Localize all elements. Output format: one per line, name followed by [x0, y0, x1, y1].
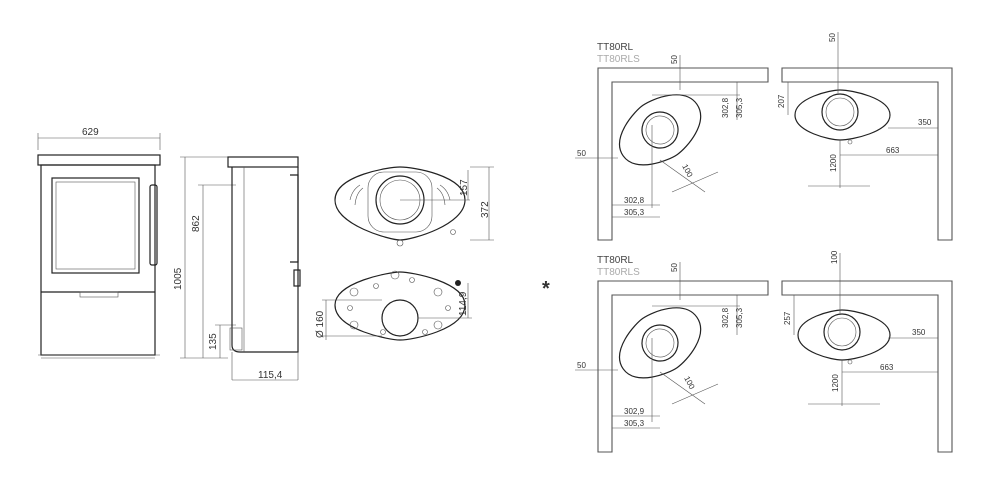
wall2-left-dim: 257: [783, 311, 792, 325]
wall-right-dim: 350: [918, 118, 932, 127]
install-bottom-subtitle: TT80RLS: [597, 267, 640, 278]
top-view: 157 372: [334, 166, 494, 247]
top-total-dim-label: 372: [480, 201, 491, 218]
install-top-corner: TT80RL TT80RLS 50 50 302,8 305,3 302,8 3…: [575, 42, 769, 241]
corner2-dim-c: 302,9: [624, 407, 645, 416]
install-bottom-wall: 100 257 350 663 1200: [781, 250, 953, 453]
corner2-top-dim: 50: [670, 263, 679, 272]
wall-left-dim: 207: [777, 94, 786, 108]
front-width-label: 629: [82, 127, 99, 138]
wall-top-dim: 50: [828, 33, 837, 42]
corner-dim-c: 302,8: [624, 196, 645, 205]
wall-bottom-dim: 663: [886, 146, 900, 155]
install-top-wall: 50 207 350 663 1200: [777, 32, 953, 241]
corner2-dim-a: 302,8: [721, 307, 730, 328]
wall-front-dim: 1200: [829, 154, 838, 172]
install-bottom-title: TT80RL: [597, 255, 634, 266]
install-top-subtitle: TT80RLS: [597, 54, 640, 65]
corner-dim-b: 305,3: [735, 97, 744, 118]
corner-dim-a: 302,8: [721, 97, 730, 118]
wall2-front-dim: 1200: [831, 374, 840, 392]
install-bottom-corner: TT80RL TT80RLS 50 50 302,8 305,3 302,9 3…: [575, 255, 769, 453]
corner-dim-d: 305,3: [624, 208, 645, 217]
side-total-height-label: 1005: [173, 267, 184, 290]
top-vertical-dim-label: 157: [459, 179, 470, 196]
bottom-view: Ø 160 114,9: [315, 270, 472, 341]
wall2-bottom-dim: 663: [880, 363, 894, 372]
corner-diag-dim: 100: [680, 163, 694, 179]
front-view: 629: [37, 127, 161, 359]
bottom-offset-label: 114,9: [458, 291, 469, 316]
asterisk-marker: *: [542, 278, 550, 300]
side-depth-offset-label: 115,4: [258, 370, 283, 381]
corner-left-dim: 50: [577, 149, 586, 158]
corner-top-dim: 50: [670, 55, 679, 64]
side-upper-height-label: 862: [191, 215, 202, 232]
corner2-dim-b: 305,3: [735, 307, 744, 328]
install-top-title: TT80RL: [597, 42, 634, 53]
flue-diameter-label: Ø 160: [315, 310, 326, 338]
corner2-left-dim: 50: [577, 361, 586, 370]
wall2-right-dim: 350: [912, 328, 926, 337]
corner2-diag-dim: 100: [682, 375, 696, 391]
corner2-dim-d: 305,3: [624, 419, 645, 428]
wall2-top-dim: 100: [830, 250, 839, 264]
side-view: 1005 862 135 115,4: [173, 156, 301, 381]
side-lower-height-label: 135: [208, 333, 219, 350]
